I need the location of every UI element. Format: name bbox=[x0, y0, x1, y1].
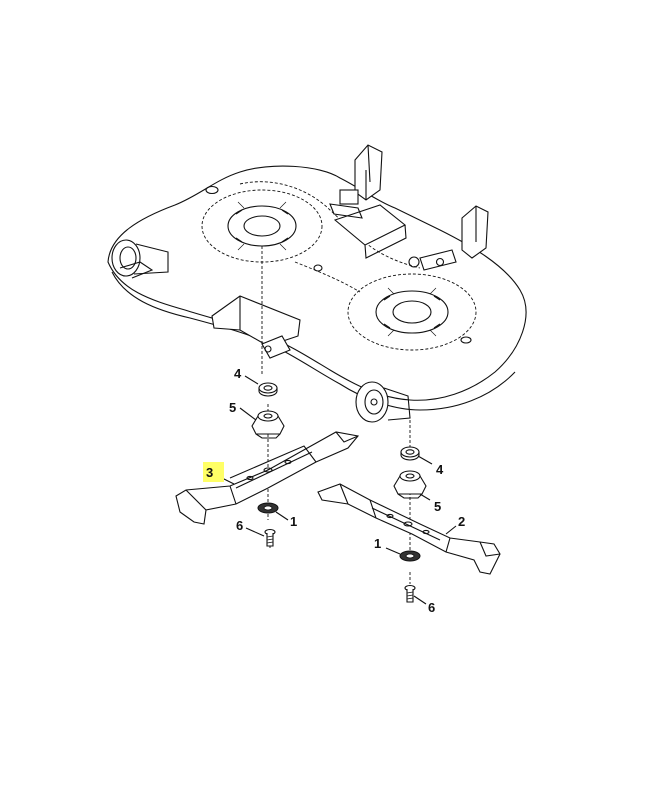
callout-left-blade: 3 bbox=[206, 465, 213, 480]
callout-left-lower-washer: 1 bbox=[290, 514, 297, 529]
right-upper-washer bbox=[400, 446, 420, 461]
left-upper-washer bbox=[258, 382, 278, 397]
callout-labels: 4 5 3 1 6 4 5 2 1 6 bbox=[203, 366, 465, 615]
right-mower-blade bbox=[317, 483, 501, 575]
callout-highlight bbox=[203, 462, 224, 482]
right-blade-adapter bbox=[393, 470, 427, 499]
callout-right-blade: 2 bbox=[458, 514, 465, 529]
callout-left-bolt: 6 bbox=[236, 518, 243, 533]
callout-upper-washer: 4 bbox=[234, 366, 242, 381]
callout-right-lower-washer: 1 bbox=[374, 536, 381, 551]
callout-right-bolt: 6 bbox=[428, 600, 435, 615]
mower-deck bbox=[107, 144, 527, 423]
callout-leader-lines bbox=[221, 375, 457, 605]
right-lower-washer bbox=[399, 550, 421, 562]
left-mower-blade bbox=[175, 431, 360, 525]
left-blade-bolt bbox=[264, 528, 276, 547]
left-blade-adapter bbox=[251, 410, 285, 439]
callout-right-washer: 4 bbox=[436, 462, 444, 477]
callout-upper-adapter: 5 bbox=[229, 400, 236, 415]
left-lower-washer bbox=[257, 502, 279, 514]
callout-right-adapter: 5 bbox=[434, 499, 441, 514]
right-blade-bolt bbox=[404, 584, 416, 603]
